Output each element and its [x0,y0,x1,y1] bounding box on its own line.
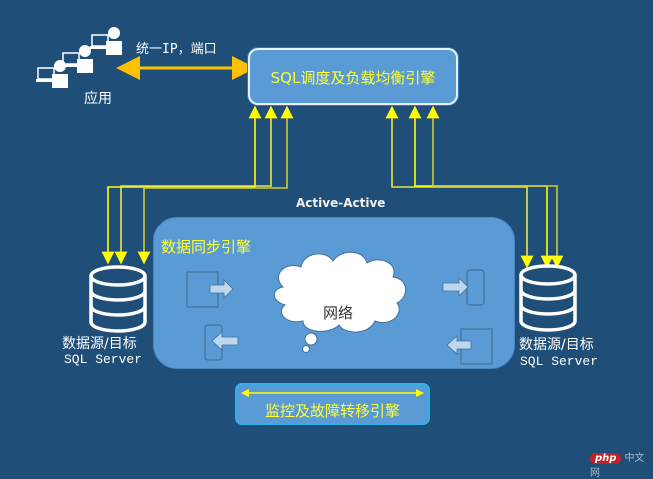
connector-line [137,105,294,265]
users-laptop-icon [36,27,122,88]
database-icon [519,264,577,332]
monitor-label: 监控及故障转移引擎 [264,402,400,420]
network-label: 网络 [323,304,354,322]
sync-engine-label: 数据同步引擎 [161,238,252,256]
sync-engine-graphics [186,251,493,365]
client-link-label: 统一IP，端口 [136,42,217,57]
database-icon [89,265,147,333]
outbound-transfer-icon [186,271,234,308]
connector-line [426,105,564,269]
inbound-transfer-icon [204,324,239,361]
right-db-connectors [385,105,564,269]
monitor-double-arrow [241,389,424,397]
load-balancer-label: SQL调度及负载均衡引擎 [270,69,436,87]
left-db-label: 数据源/目标 [62,336,137,352]
right-db-type: SQL Server [520,354,599,369]
connectors-layer [36,27,577,333]
outbound-transfer-icon [446,328,493,365]
watermark-badge: php [590,453,622,464]
load-balancer-engine[interactable]: SQL调度及负载均衡引擎 [248,48,458,105]
inbound-transfer-icon [442,269,485,306]
data-sync-engine[interactable]: 数据同步引擎 [153,217,515,369]
network-cloud-icon [273,251,406,353]
left-db-type: SQL Server [64,352,143,367]
monitor-failover-engine[interactable]: 监控及故障转移引擎 [235,383,430,425]
clients-label: 应用 [84,91,112,107]
left-db-connectors [101,105,294,265]
active-active-label: Active-Active [296,196,386,210]
right-db-label: 数据源/目标 [519,337,594,353]
